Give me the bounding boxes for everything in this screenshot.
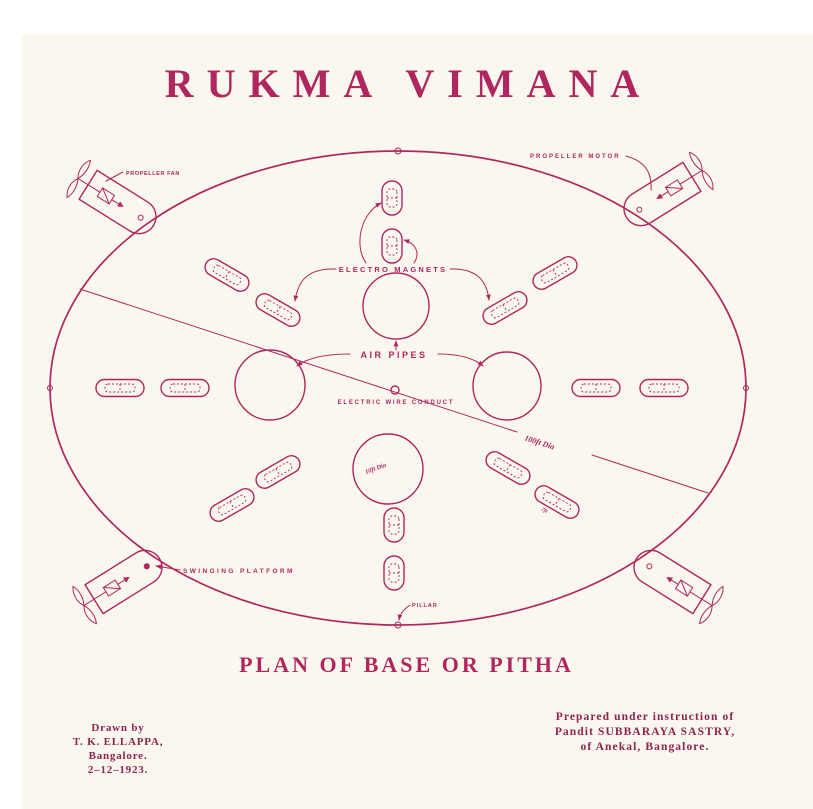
electro-magnet-capsule-bottom-1 <box>383 507 405 543</box>
prepared-under-line: Prepared under instruction of <box>555 711 735 723</box>
base-outline-ellipse <box>49 150 747 626</box>
instructor-name: Pandit SUBBARAYA SASTRY, <box>554 726 736 738</box>
instructor-place: of Anekal, Bangalore. <box>580 741 710 753</box>
air-pipe-circle-right <box>472 351 542 421</box>
electric-wire-conduct-label: ELECTRIC WIRE CONDUCT <box>338 400 455 406</box>
electro-magnet-capsule-left-1 <box>95 378 145 398</box>
propeller-fan-leader <box>105 171 124 182</box>
propeller-unit-bottom-right <box>624 539 727 627</box>
perimeter-marker-left <box>47 385 53 391</box>
electro-magnets-arrow-right <box>449 268 491 301</box>
drafter-name: T. K. ELLAPPA, <box>72 736 164 748</box>
electro-magnet-capsule-lower-right-2 <box>531 481 583 523</box>
propeller-motor-label: PROPELLER MOTOR <box>530 154 621 160</box>
propeller-fan-label: PROPELLER FAN <box>126 171 180 177</box>
drawn-by-line: Drawn by <box>91 722 145 734</box>
electro-magnet-capsule-top-2 <box>381 228 403 264</box>
electro-magnet-capsule-top-1 <box>381 180 403 216</box>
air-pipe-circle-top <box>362 272 430 340</box>
swinging-platform-arrow <box>155 564 181 571</box>
propeller-motor-leader <box>625 155 652 191</box>
electro-magnets-arrow-up-2 <box>403 239 418 264</box>
electro-magnet-capsule-left-2 <box>160 378 210 398</box>
drawing-date: 2–12–1923. <box>87 764 149 776</box>
electric-wire-conduct-circle <box>390 385 400 395</box>
electro-magnet-capsule-lower-right-1 <box>482 447 534 489</box>
electro-magnets-label: ELECTRO MAGNETS <box>339 265 447 274</box>
drawing-subtitle: PLAN OF BASE OR PITHA <box>239 652 574 677</box>
electro-magnet-capsule-bottom-2 <box>383 555 405 591</box>
electro-magnet-capsule-lower-left-1 <box>252 451 304 493</box>
electro-magnet-capsule-upper-right-1 <box>529 252 581 294</box>
diameter-line-end <box>591 454 709 494</box>
perimeter-marker-right <box>743 385 749 391</box>
air-pipes-arrow-left <box>296 353 351 367</box>
air-pipe-circle-bottom <box>352 433 424 505</box>
perimeter-marker-bottom <box>394 621 402 629</box>
air-pipes-label: AIR PIPES <box>360 350 427 360</box>
drafter-city: Bangalore. <box>88 750 148 762</box>
electro-magnet-capsule-lower-left-2 <box>206 484 258 526</box>
base-diameter-label: 100ft Dia <box>523 433 555 451</box>
propeller-unit-top-right <box>614 149 717 237</box>
electro-magnet-capsule-upper-left-1 <box>201 254 253 296</box>
capsule-length-label: 7ft <box>540 507 549 515</box>
pipe-diameter-label: 10ft Dia <box>364 462 388 476</box>
electro-magnets-arrow-left <box>293 268 337 302</box>
drawn-by-block: Drawn by T. K. ELLAPPA, Bangalore. 2–12–… <box>48 721 188 777</box>
propeller-unit-bottom-left <box>69 539 172 627</box>
swinging-platform-pivot <box>144 563 150 569</box>
electro-magnet-capsule-upper-right-2 <box>479 287 531 329</box>
swinging-platform-label: SWINGING PLATFORM <box>183 568 295 575</box>
electro-magnets-arrow-up-1 <box>359 202 382 264</box>
electro-magnet-capsule-right-2 <box>639 378 689 398</box>
page-title: RUKMA VIMANA <box>164 61 653 106</box>
pillar-arrow <box>397 604 411 621</box>
air-pipes-arrow-right <box>437 353 484 367</box>
electro-magnet-capsule-right-1 <box>571 378 621 398</box>
air-pipe-circle-left <box>234 349 306 421</box>
perimeter-marker-top <box>394 147 402 155</box>
diameter-line <box>79 288 518 433</box>
prepared-by-block: Prepared under instruction of Pandit SUB… <box>520 710 770 755</box>
pillar-label: PILLAR <box>412 603 438 609</box>
